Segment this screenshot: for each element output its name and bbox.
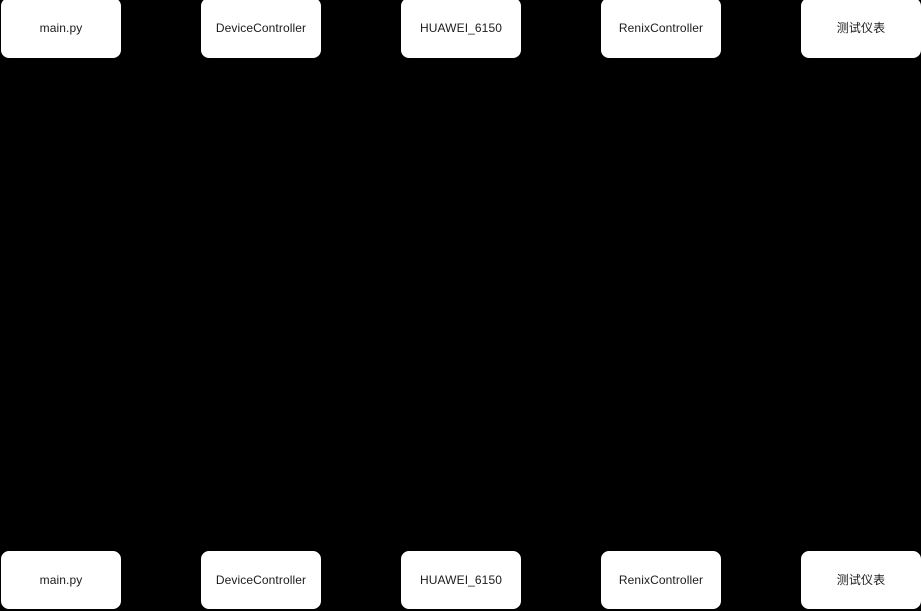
lifeline-device-controller xyxy=(261,0,262,611)
participant-header-renix-controller[interactable]: RenixController xyxy=(601,0,721,58)
participant-header-test-instrument[interactable]: 测试仪表 xyxy=(801,0,921,58)
participant-label: HUAWEI_6150 xyxy=(419,572,503,587)
lifeline-main-py xyxy=(61,0,62,611)
participant-header-huawei-6150[interactable]: HUAWEI_6150 xyxy=(401,0,521,58)
participant-label: main.py xyxy=(39,572,83,587)
participant-footer-main-py[interactable]: main.py xyxy=(1,551,121,609)
lifeline-huawei-6150 xyxy=(461,0,462,611)
lifeline-test-instrument xyxy=(861,0,862,611)
participant-label: RenixController xyxy=(618,572,704,587)
participant-label: HUAWEI_6150 xyxy=(419,20,503,35)
participant-header-device-controller[interactable]: DeviceController xyxy=(201,0,321,58)
participant-label: 测试仪表 xyxy=(836,572,886,587)
participant-label: DeviceController xyxy=(215,20,307,35)
participant-footer-test-instrument[interactable]: 测试仪表 xyxy=(801,551,921,609)
participant-label: DeviceController xyxy=(215,572,307,587)
lifeline-renix-controller xyxy=(661,0,662,611)
participant-footer-device-controller[interactable]: DeviceController xyxy=(201,551,321,609)
participant-footer-renix-controller[interactable]: RenixController xyxy=(601,551,721,609)
participant-label: main.py xyxy=(39,20,83,35)
participant-footer-huawei-6150[interactable]: HUAWEI_6150 xyxy=(401,551,521,609)
participant-label: 测试仪表 xyxy=(836,20,886,35)
participant-label: RenixController xyxy=(618,20,704,35)
participant-header-main-py[interactable]: main.py xyxy=(1,0,121,58)
